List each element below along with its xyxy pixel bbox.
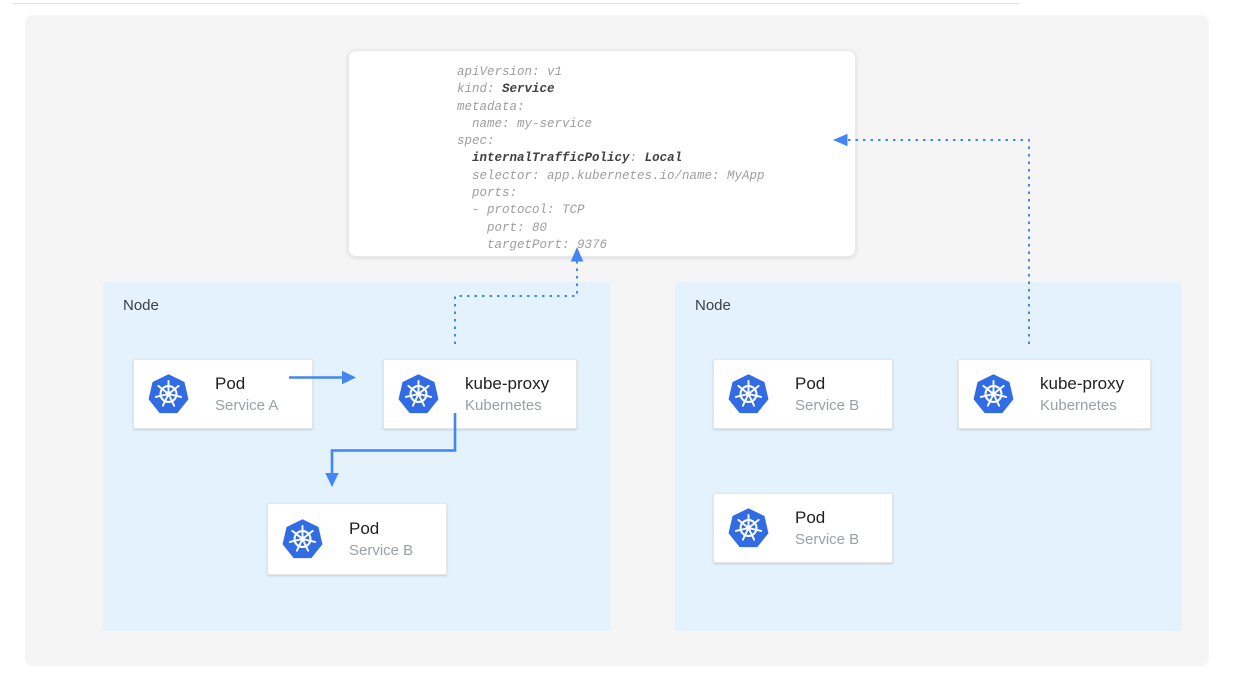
- yaml-text-segment: metadata:: [457, 99, 525, 114]
- kubernetes-logo-icon: [727, 507, 770, 549]
- kubernetes-logo-icon: [147, 373, 190, 415]
- kubernetes-logo-icon: [397, 373, 440, 415]
- node-box-right: Node Pod Service B kube-proxy Kubernetes: [675, 282, 1182, 631]
- yaml-text-segment: Service: [502, 82, 555, 97]
- yaml-text-segment: port: 80: [457, 220, 548, 235]
- yaml-line-9: - protocol: TCP: [457, 202, 855, 219]
- kube-proxy-card-left: kube-proxy Kubernetes: [383, 359, 577, 429]
- yaml-line-1: apiVersion: v1: [457, 64, 855, 81]
- card-subtitle: Kubernetes: [1040, 397, 1117, 415]
- yaml-text-segment: ports:: [457, 186, 518, 201]
- pod-service-b-card-right-bottom: Pod Service B: [713, 493, 893, 563]
- card-text: Pod Service A: [215, 374, 278, 415]
- pod-service-a-card: Pod Service A: [133, 359, 313, 429]
- kubernetes-logo-icon: [727, 373, 770, 415]
- yaml-text-segment: internalTrafficPolicy: [472, 151, 630, 166]
- card-text: Pod Service B: [795, 508, 859, 549]
- card-title: Pod: [349, 518, 380, 538]
- card-title: kube-proxy: [465, 373, 550, 393]
- yaml-line-3: metadata:: [457, 99, 855, 116]
- yaml-line-6: internalTrafficPolicy: Local: [457, 150, 855, 167]
- card-subtitle: Service B: [349, 542, 414, 560]
- node-label: Node: [123, 297, 159, 314]
- card-subtitle: Service B: [795, 531, 860, 549]
- yaml-line-7: selector: app.kubernetes.io/name: MyApp: [457, 168, 855, 185]
- card-title: Pod: [215, 373, 246, 393]
- yaml-text-segment: targetPort: 9376: [457, 237, 608, 252]
- yaml-text-segment: selector: app.kubernetes.io/name: MyApp: [457, 168, 765, 183]
- kube-proxy-card-right: kube-proxy Kubernetes: [958, 359, 1151, 429]
- card-title: Pod: [795, 507, 826, 527]
- card-subtitle: Service A: [215, 397, 279, 415]
- card-text: Pod Service B: [349, 519, 413, 560]
- node-label: Node: [695, 297, 731, 314]
- pod-service-b-card-right-top: Pod Service B: [713, 359, 893, 429]
- yaml-text-segment: kind:: [457, 82, 503, 97]
- yaml-text-segment: [457, 151, 472, 165]
- yaml-text-segment: - protocol: TCP: [457, 203, 585, 218]
- card-title: Pod: [795, 373, 826, 393]
- yaml-text-segment: spec:: [457, 134, 495, 149]
- card-text: kube-proxy Kubernetes: [1040, 374, 1124, 415]
- card-text: Pod Service B: [795, 374, 859, 415]
- kubernetes-logo-icon: [972, 373, 1015, 415]
- service-yaml-config-box: apiVersion: v1 kind: Service metadata: n…: [348, 50, 856, 257]
- page-header-divider: [12, 3, 1020, 4]
- yaml-line-5: spec:: [457, 133, 855, 150]
- card-text: kube-proxy Kubernetes: [465, 374, 549, 415]
- yaml-line-4: name: my-service: [457, 116, 855, 133]
- yaml-line-10: port: 80: [457, 220, 855, 237]
- yaml-line-8: ports:: [457, 185, 855, 202]
- yaml-line-11: targetPort: 9376: [457, 237, 855, 254]
- yaml-text-segment: Local: [644, 151, 683, 166]
- card-subtitle: Kubernetes: [465, 397, 542, 415]
- kubernetes-logo-icon: [281, 518, 324, 560]
- card-title: kube-proxy: [1040, 373, 1125, 393]
- node-box-left: Node Pod Service A kube-proxy Kubernetes: [103, 282, 610, 631]
- card-subtitle: Service B: [795, 397, 860, 415]
- yaml-text-segment: apiVersion: v1: [457, 65, 563, 79]
- yaml-line-2: kind: Service: [457, 81, 855, 98]
- yaml-text-segment: name: my-service: [457, 116, 593, 131]
- diagram-canvas: apiVersion: v1 kind: Service metadata: n…: [25, 15, 1209, 666]
- yaml-text-segment: :: [629, 151, 645, 166]
- pod-service-b-card-left: Pod Service B: [267, 503, 447, 575]
